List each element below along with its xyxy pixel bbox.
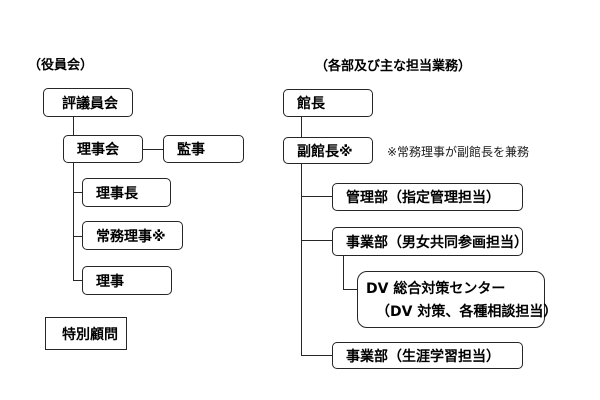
- node-jomu-riji: 常務理事※: [82, 221, 183, 250]
- connector-stub-kanribu: [300, 195, 333, 197]
- connector-stub-jomu-riji: [72, 235, 83, 237]
- node-riji: 理事: [82, 266, 172, 295]
- connector-right-trunk: [300, 163, 302, 356]
- connector-stub-rijicho: [72, 191, 83, 193]
- node-rijikai: 理事会: [63, 135, 143, 163]
- connector-kancho-fukukancho: [300, 116, 302, 138]
- node-dv-center-line1: DV 総合対策センター: [366, 281, 506, 297]
- deputy-director-note: ※常務理事が副館長を兼務: [387, 145, 530, 159]
- node-tokubetsu-komon: 特別顧問: [45, 317, 127, 350]
- connector-left-trunk: [72, 162, 74, 281]
- left-section-heading: （役員会）: [28, 58, 94, 73]
- node-dv-center: DV 総合対策センター （DV 対策、各種相談担当）: [357, 271, 558, 328]
- connector-dv-stub: [342, 288, 358, 290]
- node-kancho: 館長: [283, 89, 373, 117]
- connector-stub-jigyobu-danjo: [300, 239, 333, 241]
- node-dv-center-line2: （DV 対策、各種相談担当）: [376, 304, 558, 320]
- connector-hyogiinkai-rijikai: [72, 117, 74, 135]
- node-jigyobu-shogai: 事業部（生涯学習担当）: [332, 342, 523, 369]
- node-hyogiinkai: 評議員会: [43, 88, 133, 117]
- right-section-heading: （各部及び主な担当業務）: [315, 59, 472, 74]
- node-kanribu: 管理部（指定管理担当）: [332, 183, 523, 211]
- connector-stub-riji: [72, 279, 83, 281]
- node-fuku-kancho: 副館長※: [283, 137, 373, 164]
- connector-stub-jigyobu-shogai: [300, 354, 333, 356]
- node-jigyobu-danjo: 事業部（男女共同参画担当）: [332, 227, 528, 256]
- connector-dv-vertical: [342, 253, 344, 290]
- node-rijicho: 理事長: [82, 178, 171, 207]
- node-kanji: 監事: [163, 135, 244, 163]
- connector-rijikai-kanji: [143, 148, 163, 150]
